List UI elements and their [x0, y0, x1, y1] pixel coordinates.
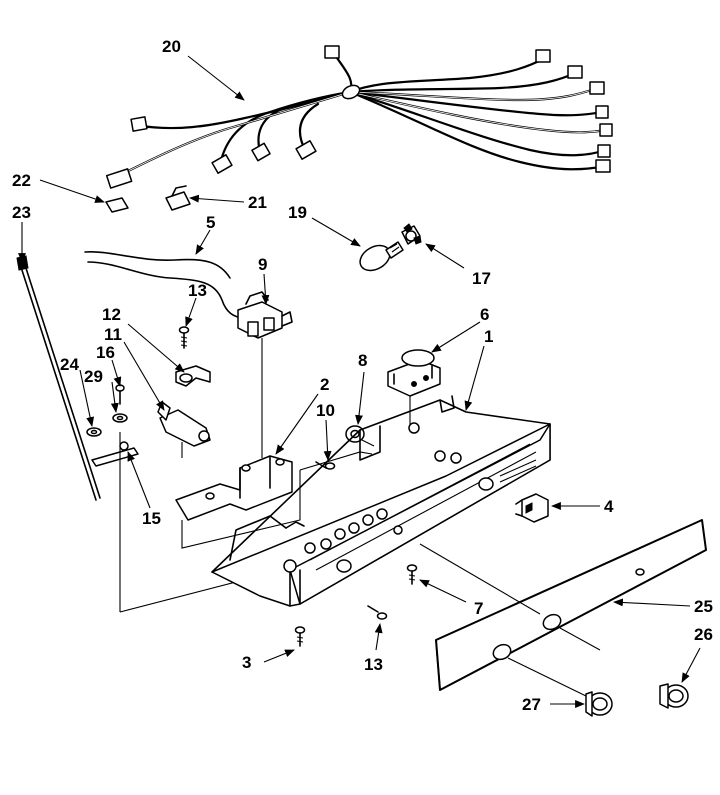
- callout-22: 22: [12, 171, 31, 190]
- wiring-harness-part: [105, 45, 613, 189]
- capillary-tube-part: [84, 250, 246, 319]
- lamp-socket-part: [401, 223, 422, 245]
- callout-9: 9: [258, 255, 267, 274]
- washer-24-part: [86, 427, 102, 437]
- callout-21: 21: [248, 193, 267, 212]
- callout-6: 6: [480, 305, 489, 324]
- callout-7: 7: [474, 599, 483, 618]
- knob-27-part: [507, 657, 613, 717]
- callout-25: 25: [694, 597, 713, 616]
- callout-2: 2: [320, 375, 329, 394]
- callout-3: 3: [242, 653, 251, 672]
- screw-7-part: [406, 564, 418, 585]
- switch-11-part: [157, 401, 211, 458]
- screw-10-part: [315, 461, 336, 470]
- callout-19: 19: [288, 203, 307, 222]
- callout-20: 20: [162, 37, 181, 56]
- screw-3-part: [294, 626, 306, 647]
- screw-13-top-part: [178, 326, 190, 349]
- callout-27: 27: [522, 695, 541, 714]
- callout-13-bottom: 13: [364, 655, 383, 674]
- light-bulb-part: [359, 241, 404, 272]
- switch-4-part: [515, 493, 549, 523]
- callout-24: 24: [60, 355, 79, 374]
- callout-23: 23: [12, 203, 31, 222]
- callout-16: 16: [96, 343, 115, 362]
- callout-15: 15: [142, 509, 161, 528]
- callout-13-top: 13: [188, 281, 207, 300]
- clip-21-part: [165, 185, 191, 211]
- damper-control-6-part: [387, 349, 441, 428]
- knob-26-part: [659, 683, 689, 709]
- leader-lines: [18, 55, 701, 708]
- callout-12: 12: [102, 305, 121, 324]
- control-panel-25-part: [419, 519, 707, 691]
- callout-26: 26: [694, 625, 713, 644]
- thermostat-part: [237, 291, 293, 458]
- control-housing-1-part: [211, 395, 551, 607]
- screw-13-bottom-part: [367, 605, 388, 620]
- callout-10: 10: [316, 401, 335, 420]
- callout-5: 5: [206, 213, 215, 232]
- callout-11: 11: [104, 325, 122, 344]
- callout-17: 17: [472, 269, 491, 288]
- actuator-15-part: [91, 432, 291, 613]
- screw-16-part: [115, 384, 125, 405]
- washer-29-part: [112, 413, 128, 423]
- clip-22-part: [105, 197, 129, 213]
- callout-labels: 1 2 3 4 5 6 7 8 9 10 11 12 13 13 15 16 1…: [12, 37, 713, 714]
- callout-29: 29: [84, 367, 103, 386]
- callout-4: 4: [604, 497, 614, 516]
- callout-8: 8: [358, 351, 367, 370]
- callout-1: 1: [484, 327, 493, 346]
